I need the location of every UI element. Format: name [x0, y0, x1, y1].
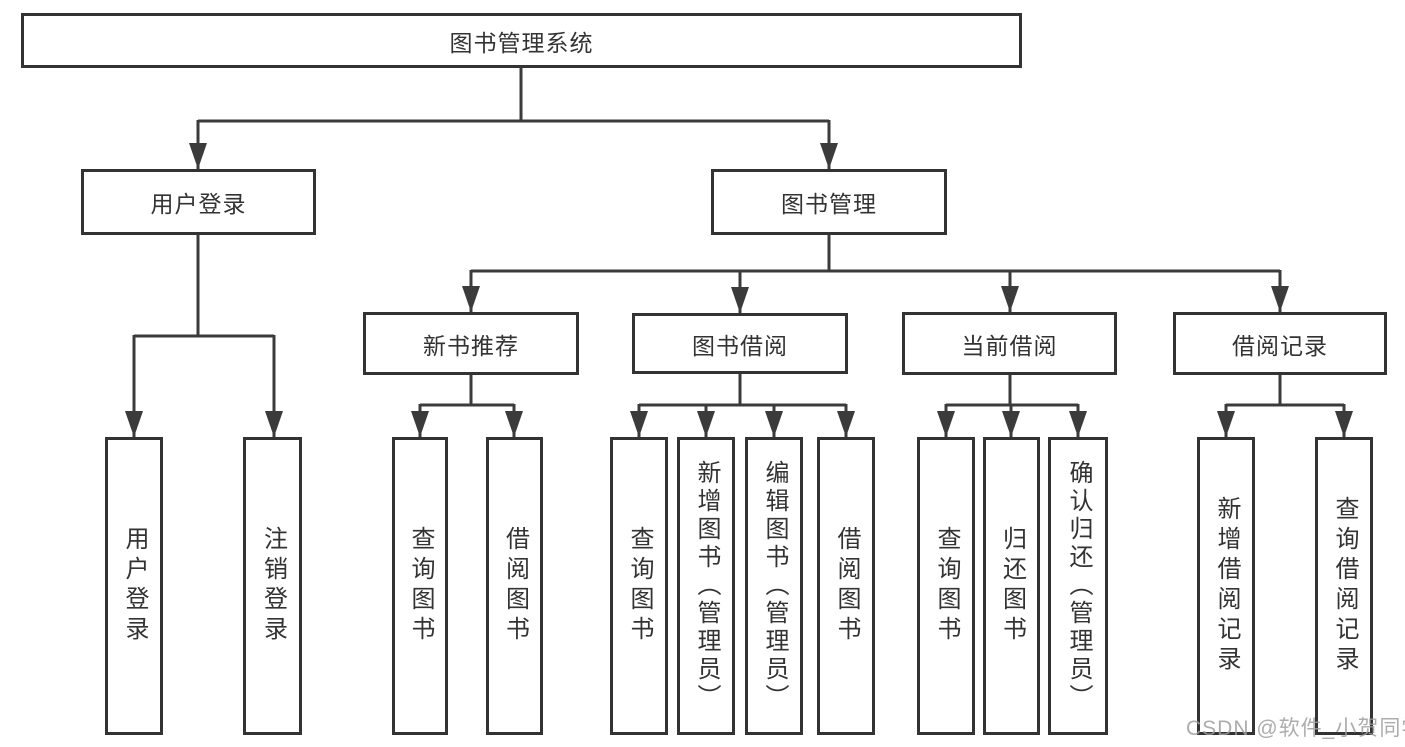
leaf-cb-confirm-return-admin: 确认归还（管理员）: [1048, 437, 1108, 735]
leaf-br-add-record: 新增借阅记录: [1197, 437, 1255, 735]
leaf-bb-add-books-admin: 新增图书（管理员）: [677, 437, 735, 735]
leaf-br-query-record: 查询借阅记录: [1315, 437, 1373, 735]
node-user-login: 用户登录: [81, 169, 316, 235]
node-book-management: 图书管理: [711, 169, 947, 235]
leaf-nb-borrow-books: 借阅图书: [486, 437, 543, 735]
node-current-borrowing: 当前借阅: [902, 312, 1117, 375]
leaf-bb-query-books: 查询图书: [610, 437, 668, 735]
leaf-cb-return-books: 归还图书: [983, 437, 1040, 735]
leaf-logout: 注销登录: [243, 437, 302, 735]
leaf-bb-edit-books-admin: 编辑图书（管理员）: [745, 437, 803, 735]
node-borrowing-records: 借阅记录: [1173, 312, 1387, 375]
leaf-bb-borrow-books: 借阅图书: [817, 437, 875, 735]
node-new-book-recommendation: 新书推荐: [363, 312, 579, 375]
node-book-borrowing: 图书借阅: [632, 313, 848, 374]
leaf-cb-query-books: 查询图书: [917, 437, 975, 735]
node-root: 图书管理系统: [21, 13, 1022, 68]
leaf-nb-query-books: 查询图书: [392, 437, 448, 735]
leaf-user-login: 用户登录: [105, 437, 163, 735]
watermark: CSDN @软件_小贺同学: [1186, 717, 1405, 740]
